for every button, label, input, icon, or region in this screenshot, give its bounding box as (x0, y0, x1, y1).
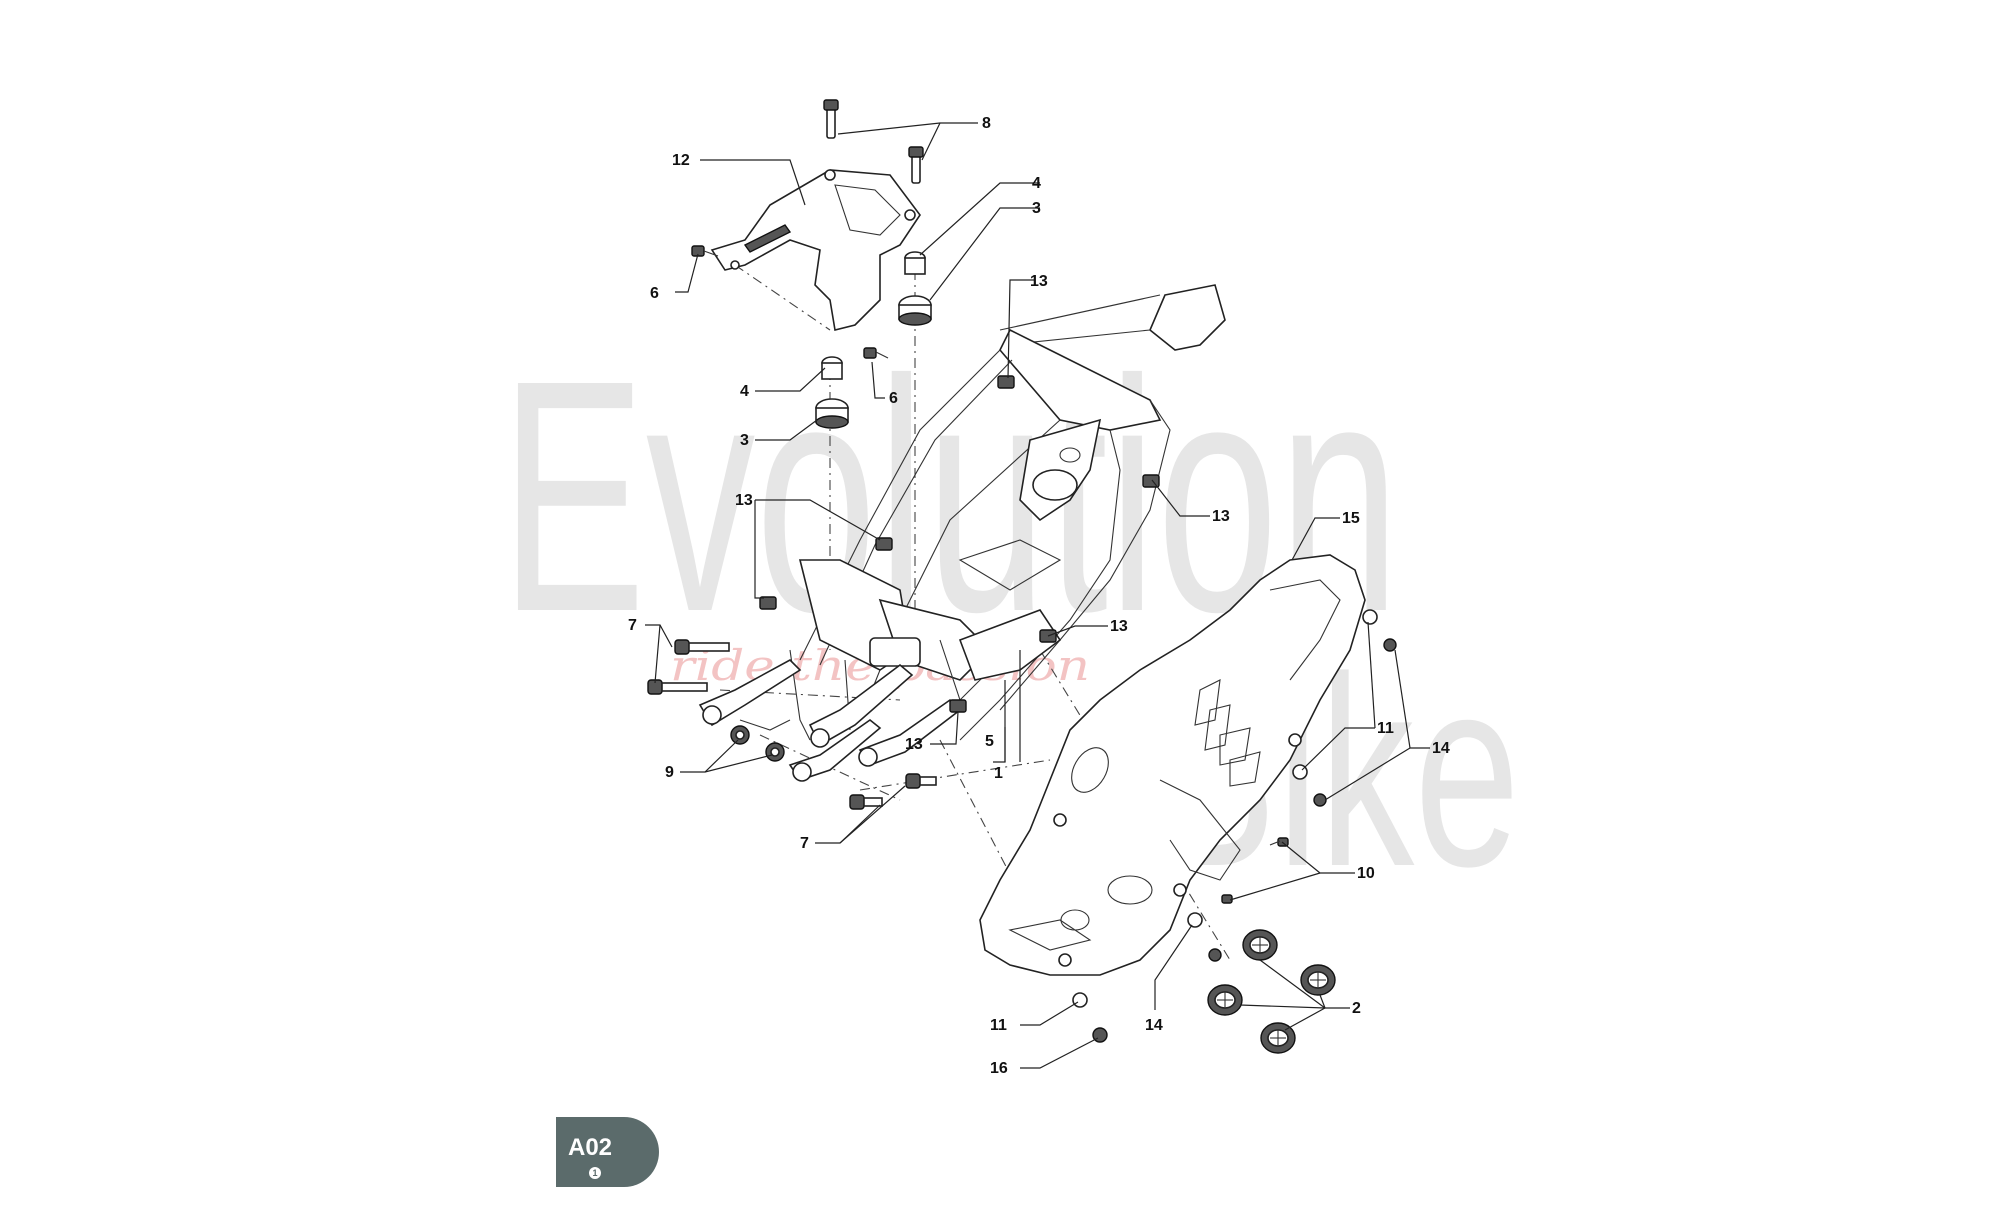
badge-code: A02 (568, 1134, 612, 1161)
callout-3-mid: 3 (740, 432, 749, 449)
part-2-grommets (1207, 929, 1336, 1054)
callout-13-lower: 13 (905, 736, 923, 753)
callout-4-mid: 4 (740, 383, 749, 400)
callout-5: 5 (985, 733, 994, 750)
callout-9: 9 (665, 764, 674, 781)
callout-2: 2 (1352, 1000, 1361, 1017)
callout-8: 8 (982, 115, 991, 132)
diagram-badge: A02 1 (556, 1117, 659, 1187)
callout-7-left: 7 (628, 617, 637, 634)
callout-10: 10 (1357, 865, 1375, 882)
part-8-bolts (823, 99, 924, 184)
callout-labels: 8 12 4 3 6 13 4 6 3 13 13 15 7 13 11 5 1… (628, 115, 1450, 1077)
callout-14-right: 14 (1432, 740, 1450, 757)
lower-links (698, 659, 962, 782)
part-9-nuts (730, 725, 785, 762)
callout-11-right: 11 (1377, 720, 1394, 737)
callout-13-left: 13 (735, 492, 753, 509)
part-6-screws (691, 245, 889, 359)
small-fasteners (1072, 609, 1397, 1043)
callout-11-bottom: 11 (990, 1017, 1007, 1034)
callout-6-left: 6 (650, 285, 659, 302)
callout-13-top: 13 (1030, 273, 1048, 290)
callout-6-mid: 6 (889, 390, 898, 407)
part-15-undertray (979, 554, 1366, 976)
callout-16: 16 (990, 1060, 1008, 1077)
callout-3-top: 3 (1032, 200, 1041, 217)
callout-4-top: 4 (1032, 175, 1041, 192)
badge-index-dot (589, 1167, 601, 1179)
callout-12: 12 (672, 152, 690, 169)
badge-index: 1 (592, 1168, 597, 1178)
callout-15: 15 (1342, 510, 1360, 527)
rear-subframe (739, 284, 1226, 741)
callout-13-center: 13 (1110, 618, 1128, 635)
callout-14-bottom: 14 (1145, 1017, 1163, 1034)
badge-shape (556, 1117, 659, 1187)
part-12-bracket (710, 169, 921, 331)
callout-1: 1 (994, 765, 1003, 782)
callout-13-right: 13 (1212, 508, 1230, 525)
callout-7-bottom: 7 (800, 835, 809, 852)
leader-lines (645, 122, 1430, 1069)
part-4-3-bushings (815, 251, 932, 429)
